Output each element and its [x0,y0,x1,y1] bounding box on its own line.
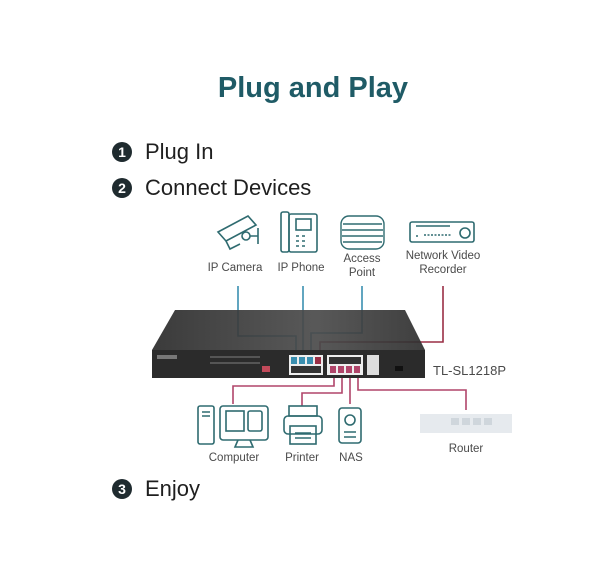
nas-icon [338,407,362,444]
ip-phone-label: IP Phone [277,262,324,274]
switch-model-label: TL-SL1218P [433,363,506,378]
step-number: 1 [112,142,132,162]
access-point-label-line1: Access [343,253,380,265]
step-enjoy: 3 Enjoy [112,476,200,502]
ip-phone-icon [280,211,318,253]
page-title: Plug and Play [217,72,409,104]
switch-device [152,310,425,378]
nas-label: NAS [339,452,363,464]
router-line [357,377,467,410]
computer-icon [197,405,269,448]
access-point-label-line2: Point [349,267,376,279]
nvr-icon [409,221,475,243]
printer-icon [283,405,323,445]
printer-line [301,377,343,406]
step-connect-devices: 2 Connect Devices [112,175,311,201]
access-point-icon [340,215,385,250]
ip-camera-label: IP Camera [208,262,263,274]
printer-label: Printer [285,452,319,464]
computer-line [232,377,335,404]
nvr-label-line2: Recorder [419,264,466,276]
step-label: Enjoy [145,476,201,501]
step-number: 2 [112,178,132,198]
poe-ports [289,355,323,375]
step-number: 3 [112,479,132,499]
computer-label: Computer [209,452,260,464]
data-ports [327,355,363,375]
step-label: Plug In [145,139,214,164]
nvr-label-line1: Network Video [406,250,481,262]
step-label: Connect Devices [145,175,312,200]
step-plug-in: 1 Plug In [112,139,214,165]
ip-camera-icon [216,214,259,251]
router-icon [420,414,512,433]
router-label: Router [449,443,484,455]
